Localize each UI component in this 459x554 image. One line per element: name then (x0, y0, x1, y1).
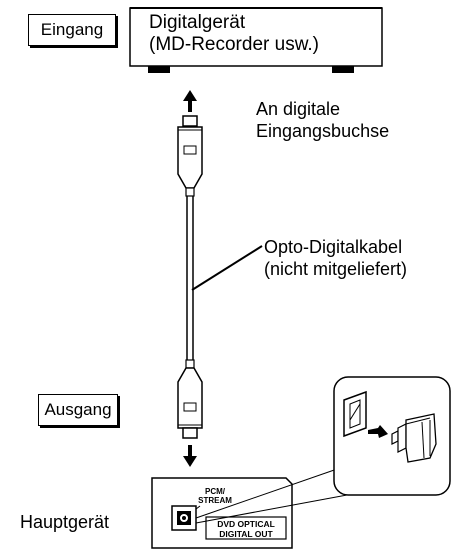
cable-label: Opto-Digitalkabel (nicht mitgeliefert) (264, 236, 407, 280)
optical-cable (186, 196, 194, 360)
output-tag: Ausgang (38, 394, 118, 426)
input-tag-label: Eingang (40, 20, 104, 39)
pcm-line2: STREAM (198, 496, 232, 505)
protective-cap (391, 413, 437, 463)
up-arrow-icon (183, 90, 197, 112)
jack-line1: DVD OPTICAL (217, 519, 275, 529)
optical-out-label: DVD OPTICAL DIGITAL OUT (206, 519, 286, 539)
output-tag-label: Ausgang (44, 400, 112, 419)
digital-device (129, 7, 383, 73)
cable-label-line1: Opto-Digitalkabel (264, 237, 403, 257)
down-arrow-icon (183, 445, 197, 467)
zoom-line-lower (195, 494, 348, 524)
zoom-line-upper (195, 467, 341, 519)
cable-pointer-line (191, 245, 263, 291)
pcm-line1: PCM/ (205, 487, 225, 496)
to-input-line1: An digitale (256, 99, 341, 119)
pcm-stream-label: PCM/ STREAM (190, 487, 240, 505)
device-label: Digitalgerät (MD-Recorder usw.) (149, 12, 319, 56)
main-unit-label: Hauptgerät (20, 512, 110, 532)
device-label-line2: (MD-Recorder usw.) (149, 34, 319, 55)
to-input-line2: Eingangsbuchse (256, 121, 390, 141)
main-unit-panel (151, 477, 293, 549)
to-digital-input-label: An digitale Eingangsbuchse (256, 98, 389, 142)
top-plug (177, 115, 203, 197)
jack-line2: DIGITAL OUT (219, 529, 273, 539)
input-tag: Eingang (28, 14, 116, 46)
cable-label-line2: (nicht mitgeliefert) (264, 259, 408, 279)
device-label-line1: Digitalgerät (149, 12, 246, 33)
bottom-plug (177, 359, 203, 439)
detail-callout (333, 376, 451, 496)
